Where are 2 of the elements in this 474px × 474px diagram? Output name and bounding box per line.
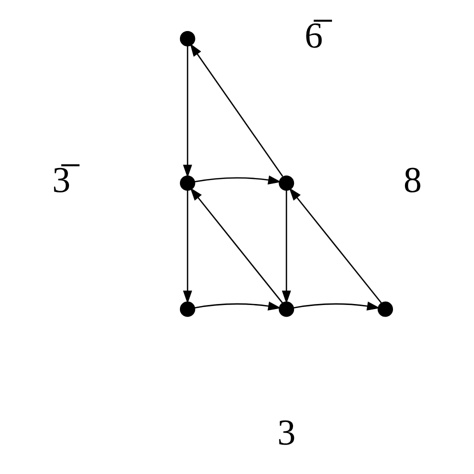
label: 8 <box>404 160 422 200</box>
label: 3 <box>277 412 296 452</box>
